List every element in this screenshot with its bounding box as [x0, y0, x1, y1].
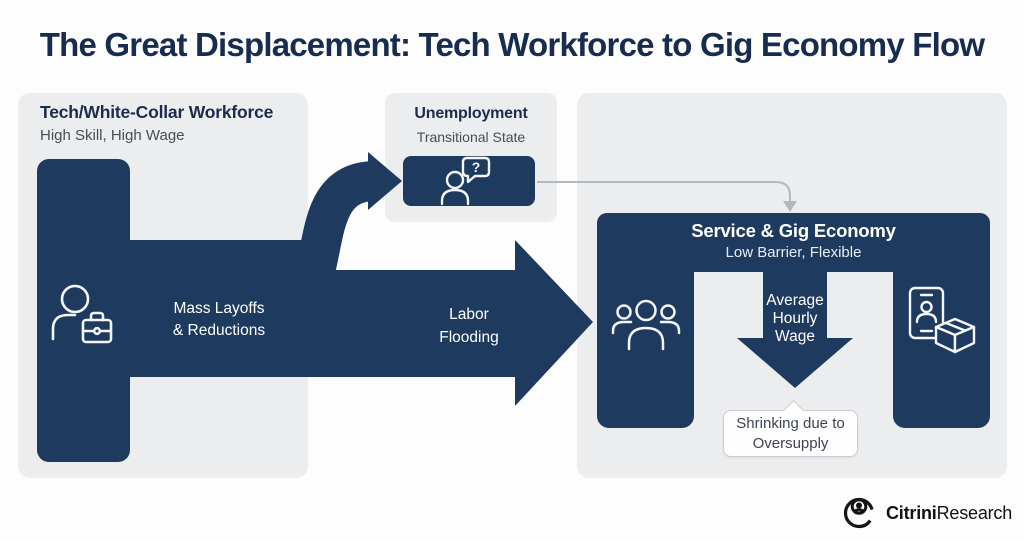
people-group-icon: [611, 297, 681, 355]
brand-name-regular: Research: [936, 502, 1013, 523]
brand-name: CitriniResearch: [886, 503, 1012, 524]
citrini-logo-icon: [843, 497, 875, 529]
workforce-subtitle: High Skill, High Wage: [40, 127, 185, 144]
gig-subtitle: Low Barrier, Flexible: [725, 244, 862, 261]
average-wage-label: Average Hourly Wage: [766, 292, 824, 345]
brand-name-bold: Citrini: [886, 502, 937, 523]
brand-logo: CitriniResearch: [842, 494, 1012, 532]
person-briefcase-icon: [48, 283, 114, 347]
unemployment-title: Unemployment: [414, 105, 528, 122]
workforce-title: Tech/White-Collar Workforce: [40, 102, 274, 122]
unemployment-subtitle: Transitional State: [416, 129, 526, 145]
labor-flooding-label: Labor Flooding: [439, 306, 499, 346]
page-title: The Great Displacement: Tech Workforce t…: [39, 26, 985, 63]
phone-package-icon: [905, 285, 977, 357]
person-question-icon: ?: [437, 152, 495, 208]
gig-title: Service & Gig Economy: [691, 220, 896, 241]
callout-bubble: Shrinking due to Oversupply: [723, 410, 858, 457]
question-glyph: ?: [472, 159, 481, 175]
mass-layoffs-label: Mass Layoffs & Reductions: [172, 300, 266, 339]
